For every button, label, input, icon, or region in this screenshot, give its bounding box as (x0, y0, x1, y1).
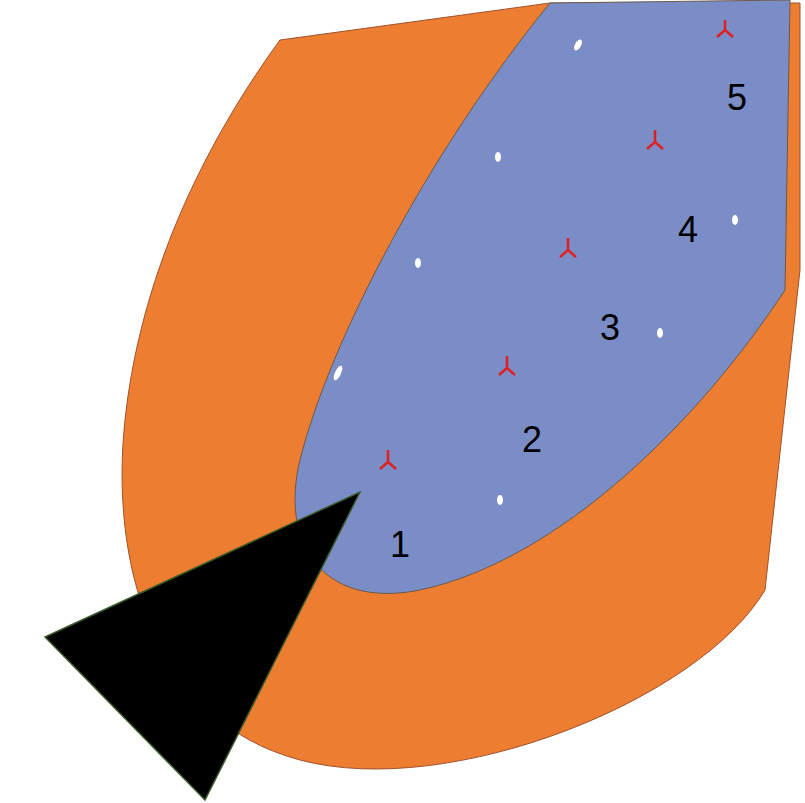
callout-number: 4 (678, 212, 698, 248)
white-dots (332, 38, 738, 505)
callout-number: 2 (522, 422, 542, 458)
callout-number: 3 (600, 310, 620, 346)
callout-number: 5 (727, 80, 747, 116)
red-markers (380, 20, 733, 469)
cavity-region (295, 0, 790, 593)
probe-triangle (45, 492, 360, 800)
callout-number: 1 (390, 527, 410, 563)
